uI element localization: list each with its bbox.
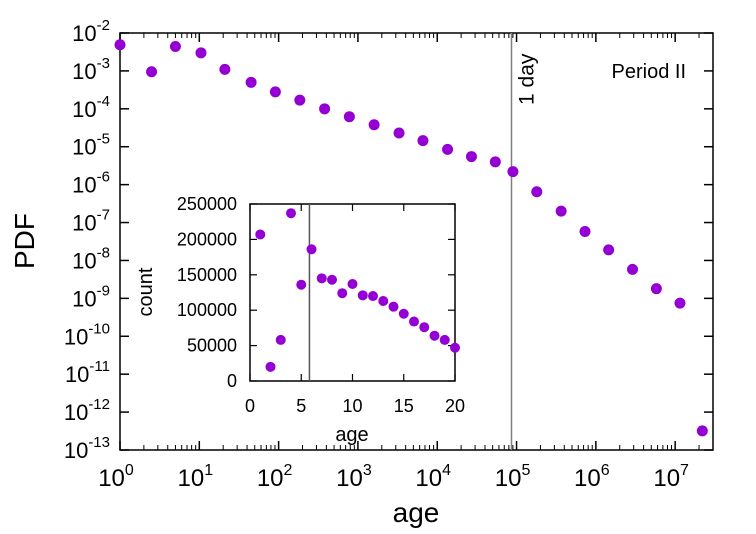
y-axis-title: PDF [9,213,40,269]
y-tick-label: 10-4 [72,93,110,122]
main-plot-frame [119,32,714,451]
x-tick-label: 103 [336,462,372,492]
pdf-data-point [294,94,306,106]
x-tick-label: 106 [574,462,610,492]
inset-y-tick-label: 50000 [187,336,237,356]
x-tick-label: 105 [495,462,531,492]
count-data-point [419,322,430,333]
count-data-point [368,291,378,302]
count-data-point [306,244,317,255]
count-data-point [327,274,337,285]
y-tick-label: 10-2 [72,17,110,46]
count-data-point [265,361,276,372]
pdf-data-point [579,226,591,238]
period-label: Period II [612,61,686,83]
inset-x-tick-label: 10 [342,396,362,416]
x-tick-label: 100 [98,462,134,492]
pdf-data-point [343,111,355,123]
inset-plot: 0 5 10 15 20 0 50000 100000 150000 200000 250000 a… [135,194,465,446]
x-tick-label: 101 [178,462,214,492]
pdf-data-point [650,283,662,295]
inset-y-tick-label: 0 [227,371,237,391]
count-data-point [357,290,368,301]
count-data-point [255,229,266,240]
inset-y-tick-label: 150000 [177,265,237,285]
pdf-data-point [603,244,615,256]
inset-x-tick-label: 15 [394,396,414,416]
count-data-point [388,301,399,312]
pdf-data-point [696,425,708,437]
inset-x-tick-label: 20 [445,396,465,416]
pdf-data-point [465,151,477,163]
count-data-point [275,334,286,345]
count-data-point [398,308,409,319]
y-tick-label: 10-8 [72,244,110,273]
count-data-point [347,279,358,290]
pdf-data-point [627,263,639,275]
inset-x-axis-title: age [335,424,368,446]
one-day-label: 1 day [516,53,539,105]
pdf-data-point [269,86,281,98]
x-axis-title: age [393,497,440,528]
x-tick-label: 107 [653,462,689,492]
count-data-point [337,288,348,299]
pdf-data-point [531,186,543,198]
x-tick-label: 104 [415,462,451,492]
pdf-data-point [393,127,405,139]
pdf-data-point [555,205,567,217]
inset-background [249,203,456,382]
pdf-data-point [219,63,231,75]
inset-y-tick-label: 100000 [177,300,237,320]
count-data-point [429,330,440,341]
count-data-point [378,295,389,306]
x-tick-label: 102 [257,462,293,492]
y-tick-label: 10-9 [72,282,110,311]
inset-x-tick-label: 0 [245,396,255,416]
pdf-data-point [146,66,158,78]
pdf-data-point [195,47,207,59]
pdf-data-point [169,41,181,53]
y-tick-label: 10-5 [72,131,110,160]
pdf-data-point [507,166,519,178]
y-tick-label: 10-12 [64,396,110,425]
y-tick-label: 10-13 [64,434,110,463]
pdf-data-point [368,119,380,131]
count-data-point [316,273,327,284]
count-data-point [450,342,460,353]
pdf-data-point [245,76,257,88]
y-tick-label: 10-11 [65,358,110,387]
y-tick-label: 10-3 [72,55,110,84]
pdf-data-point [114,39,126,51]
count-data-point [409,316,419,327]
pdf-data-point [319,103,331,115]
count-data-point [439,334,450,345]
pdf-data-point [442,143,454,155]
y-tick-label: 10-7 [72,207,110,236]
inset-y-tick-label: 200000 [177,229,237,249]
pdf-data-point [489,156,501,168]
y-tick-label: 10-10 [64,320,110,349]
pdf-data-point [674,297,686,309]
count-data-point [286,208,296,219]
inset-y-axis-title: count [135,267,157,316]
inset-x-tick-label: 5 [296,396,306,416]
inset-y-tick-label: 250000 [177,194,237,214]
count-data-point [296,279,307,290]
y-tick-label: 10-6 [72,169,110,198]
pdf-data-point [417,135,429,147]
